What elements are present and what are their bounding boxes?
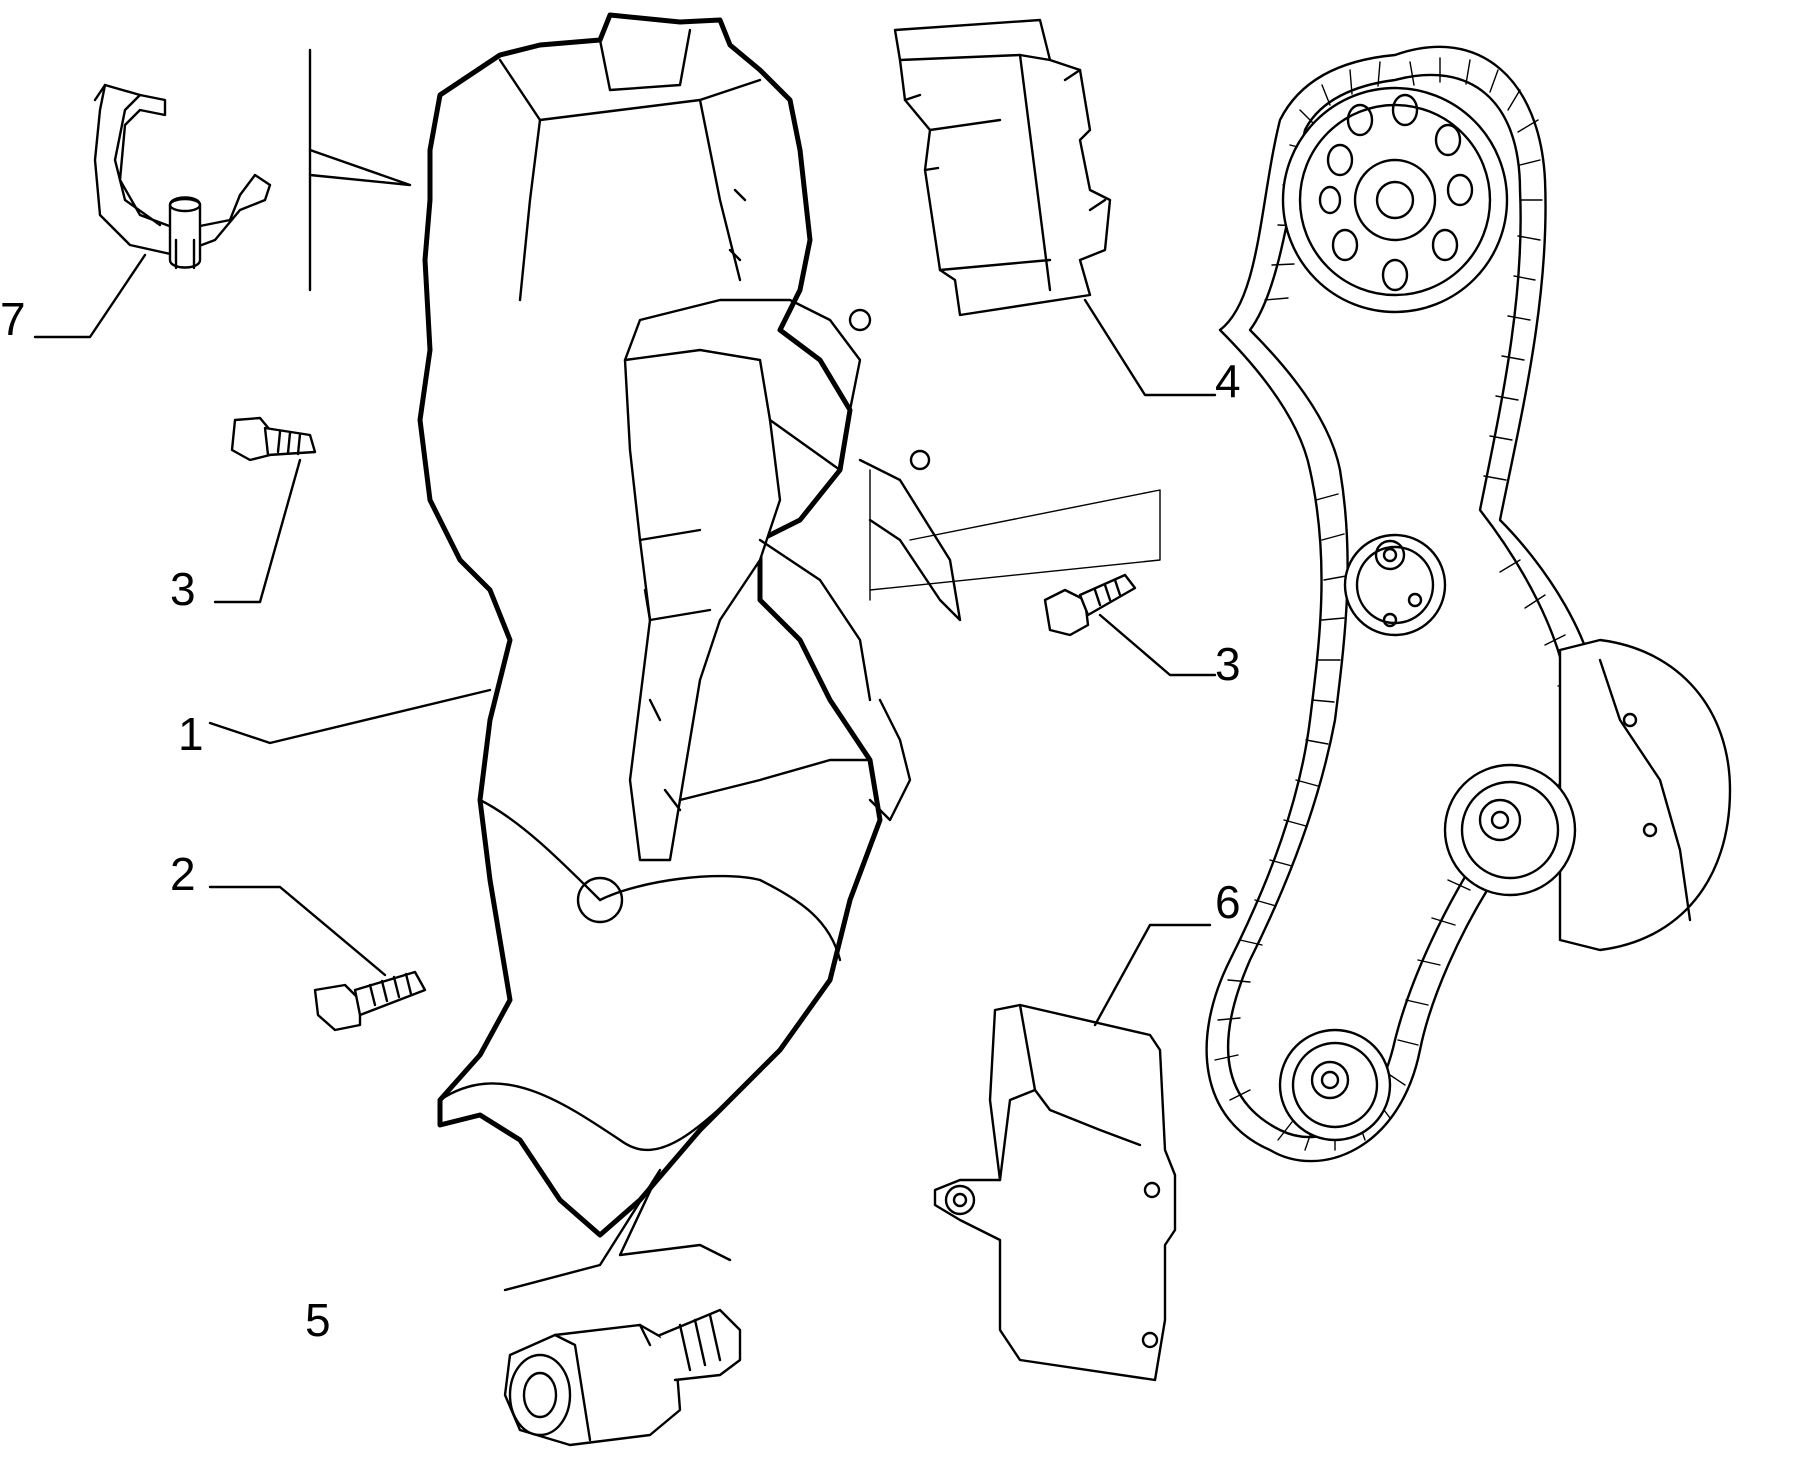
part-2-bolt [313, 970, 427, 1032]
callout-3-left: 3 [170, 563, 196, 615]
callout-1: 1 [178, 708, 204, 760]
part-3-screw-right [1043, 573, 1137, 637]
part-6-lower-plate [933, 1003, 1177, 1382]
leader-7 [33, 253, 147, 339]
leader-1 [208, 688, 492, 745]
leader-3a [213, 458, 302, 604]
part-7-ref-pointer [308, 148, 412, 187]
part-5-hex-spacer [503, 1308, 742, 1447]
part-7-bracket [93, 83, 272, 270]
leader-2 [208, 885, 387, 977]
part-4-cover-plate [893, 18, 1112, 317]
callout-3-right: 3 [1215, 638, 1241, 690]
callout-4: 4 [1215, 355, 1241, 407]
leader-6 [1093, 923, 1212, 1027]
part-5-ref-pointer [503, 1168, 732, 1292]
callout-5: 5 [305, 1294, 331, 1346]
part-1-timing-cover [417, 12, 1161, 1238]
leader-lines [33, 253, 1217, 1027]
callout-6: 6 [1215, 876, 1241, 928]
leader-3b [1098, 613, 1217, 677]
callout-2: 2 [170, 848, 196, 900]
callout-7: 7 [0, 293, 26, 345]
timing-belt-assembly [1205, 45, 1732, 1163]
part-3-screw-left [230, 416, 317, 462]
leader-4 [1083, 298, 1217, 397]
